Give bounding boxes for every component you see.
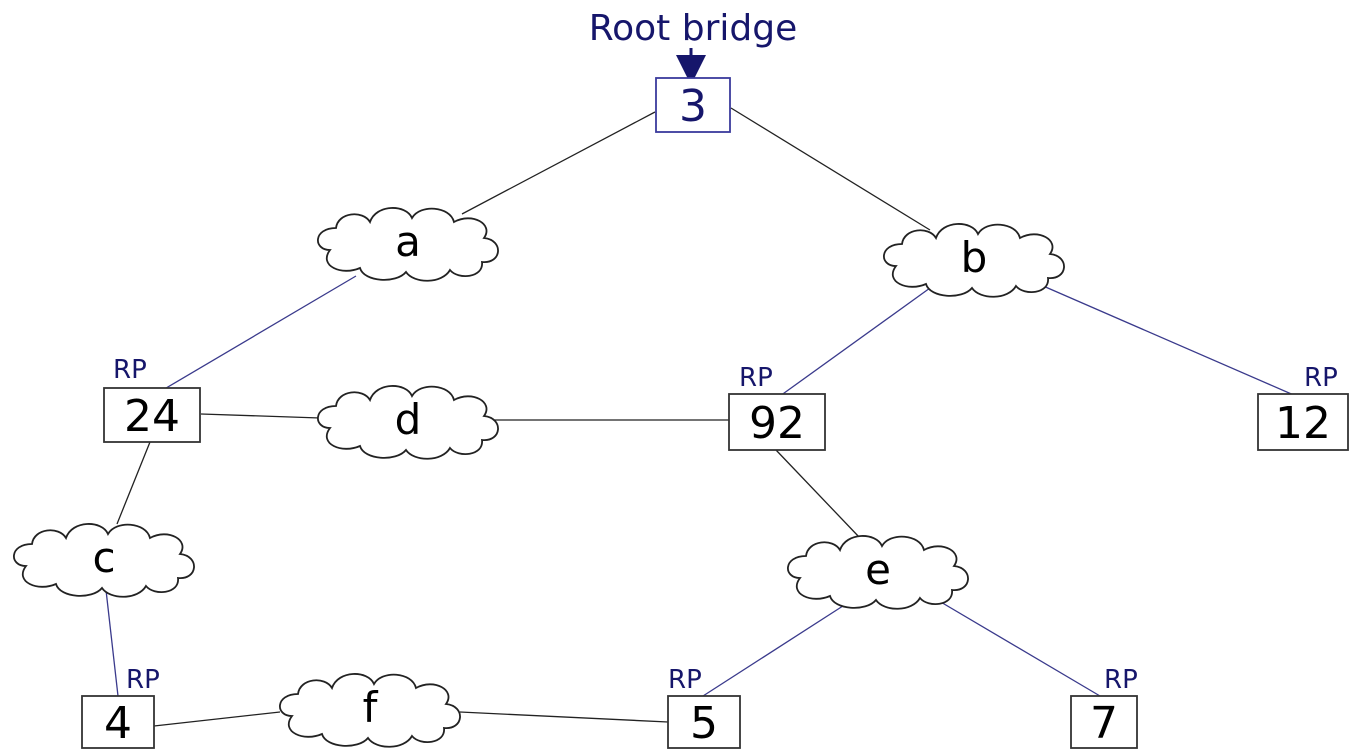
lan-label-d: d — [395, 395, 422, 444]
link-lan-b-to-bridge-12 — [1033, 281, 1297, 397]
lan-segment-f: f — [279, 673, 461, 748]
link-root-to-lan-b — [730, 107, 931, 231]
root-bridge-label: Root bridge — [589, 8, 798, 49]
lan-segment-c: c — [13, 523, 195, 598]
link-bridge-4-to-lan-f — [153, 711, 281, 727]
lan-label-b: b — [961, 233, 988, 282]
lan-label-c: c — [92, 533, 115, 582]
lan-label-e: e — [865, 545, 891, 594]
links — [105, 107, 1297, 727]
rp-label-bridge-4: RP — [126, 665, 160, 695]
bridge-box-12 — [1257, 393, 1349, 451]
rp-label-bridge-7: RP — [1104, 665, 1138, 695]
lan-segment-d: d — [317, 385, 499, 460]
lan-segment-b: b — [883, 223, 1065, 298]
lan-label-f: f — [363, 683, 379, 732]
bridge-id-5: 5 — [690, 698, 718, 749]
lan-label-a: a — [395, 217, 421, 266]
link-lan-e-to-bridge-5 — [702, 603, 847, 697]
bridge-box-3 — [655, 77, 731, 133]
link-lan-c-to-bridge-4 — [105, 589, 119, 697]
bridge-id-24: 24 — [124, 391, 180, 442]
bridge-5: 5 — [667, 695, 741, 749]
bridge-id-12: 12 — [1275, 398, 1331, 449]
link-lan-a-to-bridge-24 — [155, 275, 357, 395]
rp-label-bridge-24: RP — [113, 355, 147, 385]
bridge-24: 24 — [103, 387, 201, 443]
rp-label-bridge-12: RP — [1304, 363, 1338, 393]
lan-segment-a: a — [317, 207, 499, 282]
bridge-4: 4 — [81, 695, 155, 749]
bridge-box-24 — [103, 387, 201, 443]
bridge-box-4 — [81, 695, 155, 749]
bridge-92: 92 — [728, 393, 826, 451]
bridge-id-3: 3 — [679, 81, 707, 132]
bridge-7: 7 — [1070, 695, 1138, 749]
bridge-12: 12 — [1257, 393, 1349, 451]
bridge-3: 3 — [655, 77, 731, 133]
bridge-id-92: 92 — [749, 398, 805, 449]
bridge-box-5 — [667, 695, 741, 749]
rp-label-bridge-5: RP — [668, 665, 702, 695]
bridge-id-7: 7 — [1090, 698, 1118, 749]
bridge-box-92 — [728, 393, 826, 451]
link-bridge-24-to-lan-c — [116, 441, 151, 525]
link-lan-f-to-bridge-5 — [459, 711, 669, 723]
link-bridge-24-to-lan-d — [200, 413, 321, 419]
link-root-to-lan-a — [461, 111, 656, 215]
bridge-id-4: 4 — [104, 698, 132, 749]
lan-segment-e: e — [787, 535, 969, 610]
link-bridge-92-to-lan-e — [775, 449, 861, 539]
root-port-labels: RP RP RP RP RP RP — [113, 355, 1338, 695]
rp-label-bridge-92: RP — [739, 363, 773, 393]
link-lan-b-to-bridge-92 — [779, 287, 931, 397]
link-lan-e-to-bridge-7 — [933, 597, 1101, 697]
bridge-box-7 — [1070, 695, 1138, 749]
